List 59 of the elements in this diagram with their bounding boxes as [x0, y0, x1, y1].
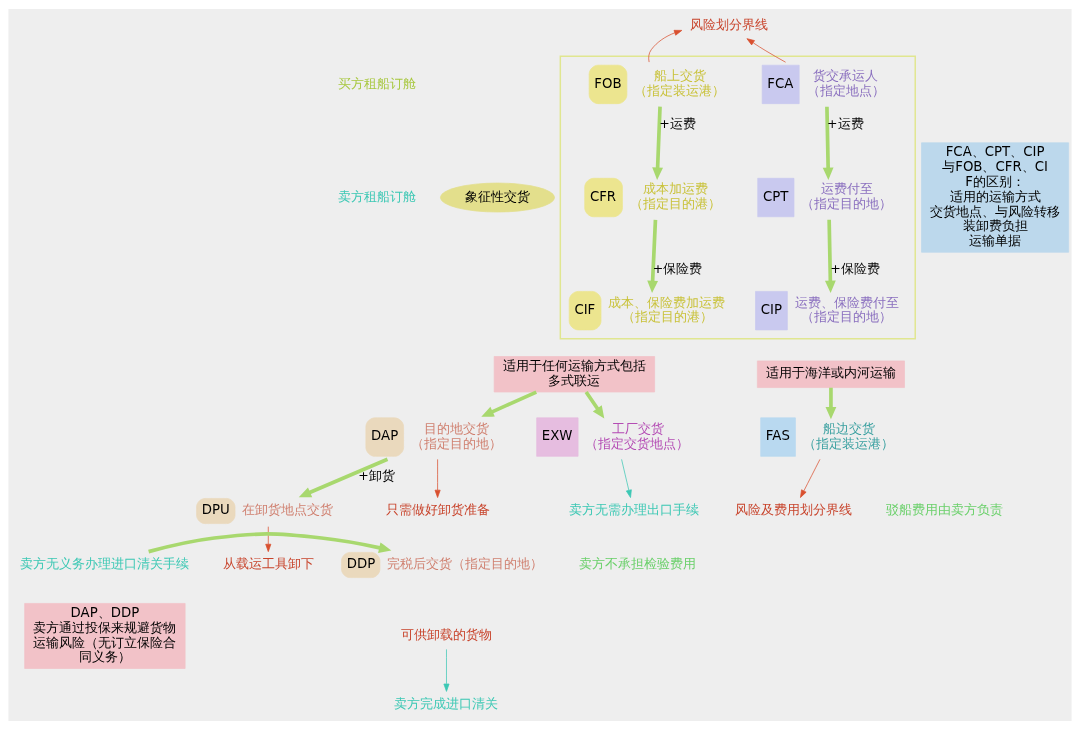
node-text: 只需做好卸货准备 — [385, 502, 490, 518]
node-label: （指定目的地） — [410, 435, 502, 451]
arrow — [648, 29, 683, 63]
edge-label: +卸货 — [358, 468, 395, 484]
arrow — [434, 459, 441, 498]
node-label: （指定装运港） — [802, 435, 894, 451]
node-label: 在卸货地点交货 — [242, 502, 334, 518]
node-label: 运费、保险费付至 — [794, 294, 899, 310]
arrow — [800, 459, 821, 498]
node-text: 可供卸载的货物 — [400, 627, 492, 643]
node-text: 卖方完成进口清关 — [394, 695, 499, 711]
node-text: 从载运工具卸下 — [222, 556, 314, 572]
edge-label: +运费 — [659, 115, 696, 131]
node-label: 船上交货 — [654, 68, 707, 84]
node-text: 风险及费用划分界线 — [735, 502, 853, 518]
node-label: （指定目的港） — [629, 196, 721, 212]
edge-label: +保险费 — [652, 261, 703, 277]
node-label: 运费付至 — [821, 181, 874, 197]
arrow — [148, 532, 392, 554]
arrow — [822, 106, 834, 180]
arrow — [825, 387, 837, 420]
edge-label: +运费 — [827, 115, 864, 131]
arrow — [746, 38, 786, 63]
node-label: （指定交货地点） — [585, 435, 690, 451]
node-label: （指定目的港） — [621, 309, 713, 325]
node-label: （指定目的地） — [801, 196, 893, 212]
node-box: FCA、CPT、CIP与FOB、CFR、CIF的区别： 适用的运输方式 交货地点、与风险转移 装卸费负担 运输单据 — [921, 142, 1069, 253]
arrow — [265, 526, 272, 552]
node-text: 卖方无义务办理进口清关手续 — [20, 556, 190, 572]
node-box: DAP、DDP 卖方通过投保来规避货物运输风险（无订立保险合同义务） — [24, 603, 186, 669]
label: 卖方租船订舱 — [337, 188, 416, 204]
label: 卖方不承担检验费用 — [579, 556, 697, 572]
node-box: 适用于任何运输方式包括多式联运 — [493, 356, 655, 393]
arrow — [584, 391, 605, 419]
arrow — [824, 219, 836, 294]
node-label: 船边交货 — [822, 420, 875, 436]
node-label: 货交承运人 — [813, 68, 879, 84]
cluster — [559, 55, 916, 340]
edge-label: +保险费 — [830, 261, 880, 277]
node-label: 成本、保险费加运费 — [608, 294, 726, 310]
arrow — [298, 457, 389, 498]
node-ellipse: 象征性交货 — [440, 182, 555, 213]
node-box: 适用于海洋或内河运输 — [757, 360, 905, 388]
arrow — [647, 219, 659, 294]
label: 买方租船订舱 — [337, 75, 416, 91]
node-text: 卖方无需办理出口手续 — [568, 502, 699, 518]
node-label: 工厂交货 — [612, 420, 665, 436]
arrow — [652, 106, 663, 180]
node-label: （指定目的地） — [801, 309, 893, 325]
node-text: 风险划分界线 — [689, 16, 768, 32]
arrow — [621, 459, 632, 498]
node-label: （指定地点） — [806, 83, 885, 99]
node-label: 成本加运费 — [643, 181, 709, 197]
arrow — [481, 390, 538, 417]
node-label: 目的地交货 — [424, 420, 490, 436]
arrow — [443, 649, 450, 692]
node-label: 完税后交货（指定目的地） — [387, 556, 544, 572]
node-label: （指定装运港） — [634, 83, 726, 99]
label: 驳船费用由卖方负责 — [885, 502, 1003, 518]
